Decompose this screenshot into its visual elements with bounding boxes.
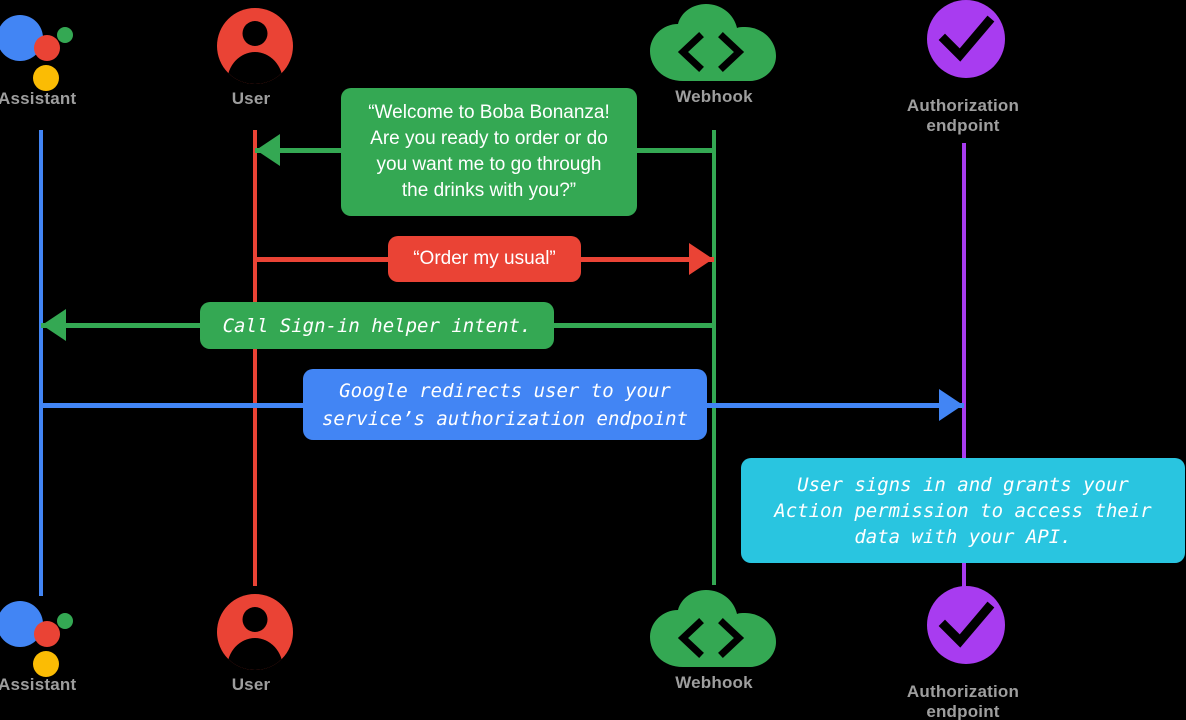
cloud-code-icon	[613, 3, 813, 87]
message-bubble-order: “Order my usual”	[388, 236, 581, 282]
cloud-svg	[650, 590, 776, 667]
actor-webhook-top: Webhook	[613, 3, 813, 107]
person-avatar	[217, 8, 293, 84]
person-avatar	[217, 594, 293, 670]
google-assistant-dots-icon	[0, 591, 141, 677]
actor-label-webhook: Webhook	[675, 673, 753, 692]
message-bubble-welcome: “Welcome to Boba Bonanza! Are you ready …	[341, 88, 637, 216]
actor-label-assistant: Assistant	[0, 675, 77, 694]
actor-label-webhook: Webhook	[675, 87, 753, 106]
cloud-code-icon	[613, 589, 813, 673]
actor-assistant-top: Assistant	[0, 5, 141, 109]
check-svg	[938, 15, 995, 62]
message-text-welcome: “Welcome to Boba Bonanza! Are you ready …	[368, 102, 610, 201]
actor-label-assistant: Assistant	[0, 89, 77, 108]
assistant-dot-yellow	[33, 651, 59, 677]
message-bubble-grant: User signs in and grants your Action per…	[741, 458, 1185, 563]
check-circle-shape	[927, 0, 1005, 78]
check-circle-icon	[863, 586, 1063, 666]
message-arrowhead-signin-intent	[42, 309, 66, 341]
person-circle-icon	[151, 5, 351, 89]
message-text-grant: User signs in and grants your Action per…	[774, 473, 1152, 548]
assistant-dot-yellow	[33, 65, 59, 91]
assistant-dot-red	[34, 35, 60, 61]
message-text-signin-intent: Call Sign-in helper intent.	[222, 314, 532, 337]
cloud-shape	[647, 3, 779, 90]
check-circle-shape	[927, 586, 1005, 664]
actor-authorization-top: Authorization endpoint	[863, 0, 1063, 136]
person-circle-icon	[151, 591, 351, 675]
message-bubble-redirect: Google redirects user to your service’s …	[303, 369, 707, 440]
actor-label-user: User	[231, 675, 271, 694]
message-bubble-signin-intent: Call Sign-in helper intent.	[200, 302, 554, 349]
actor-label-authorization: Authorization endpoint	[906, 682, 1020, 720]
actor-user-bottom: User	[151, 591, 351, 695]
cloud-shape	[647, 589, 779, 676]
lifeline-webhook	[712, 130, 716, 585]
check-svg	[938, 601, 995, 648]
actor-label-user: User	[231, 89, 271, 108]
google-assistant-dots-icon	[0, 5, 141, 91]
person-head	[242, 607, 268, 632]
person-body	[227, 638, 283, 670]
message-text-redirect: Google redirects user to your service’s …	[321, 379, 689, 430]
actor-assistant-bottom: Assistant	[0, 591, 141, 695]
check-circle-icon	[863, 0, 1063, 80]
actor-authorization-bottom: Authorization endpoint	[863, 586, 1063, 720]
message-arrowhead-order	[689, 243, 713, 275]
assistant-dot-green	[57, 27, 73, 43]
message-arrowhead-redirect	[939, 389, 963, 421]
lifeline-authorization	[962, 143, 966, 598]
person-head	[242, 21, 268, 46]
person-body	[227, 52, 283, 84]
actor-user-top: User	[151, 5, 351, 109]
assistant-dot-red	[34, 621, 60, 647]
lifeline-user	[253, 130, 257, 586]
message-text-order: “Order my usual”	[413, 248, 556, 269]
assistant-dot-green	[57, 613, 73, 629]
actor-label-authorization: Authorization endpoint	[906, 96, 1020, 135]
message-arrowhead-welcome	[256, 134, 280, 166]
actor-webhook-bottom: Webhook	[613, 589, 813, 693]
lifeline-assistant	[39, 130, 43, 596]
cloud-svg	[650, 4, 776, 81]
